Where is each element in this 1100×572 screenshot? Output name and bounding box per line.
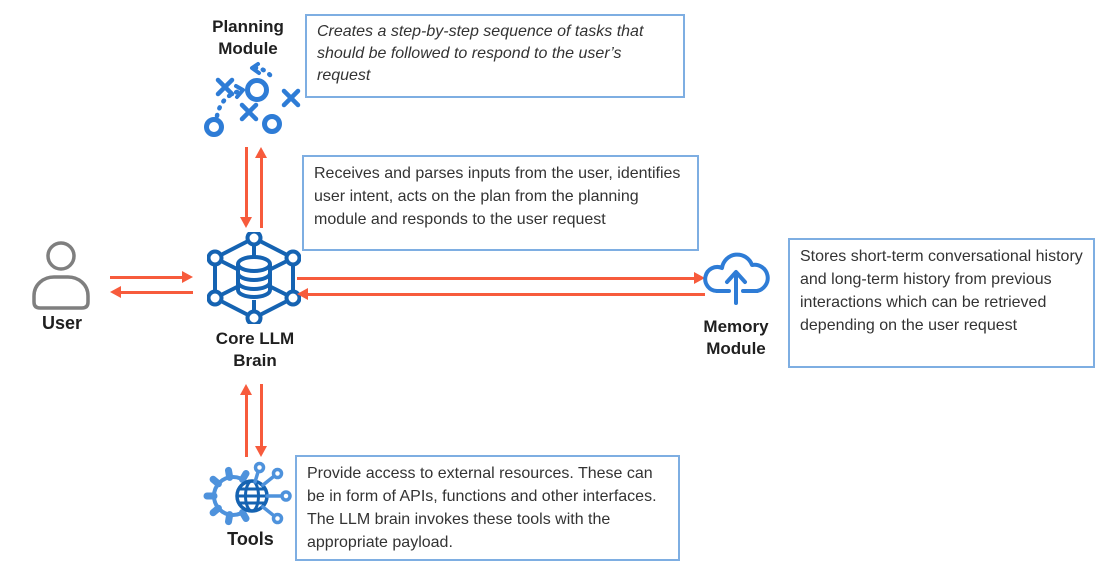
- planning-label-line1: Planning: [212, 17, 284, 36]
- tools-gear-globe-icon: [200, 458, 300, 530]
- planning-label-line2: Module: [218, 39, 278, 58]
- memory-cloud-icon: [698, 240, 774, 308]
- core-label-line1: Core LLM: [215, 329, 295, 348]
- arrow-core-to-planning-up: [255, 147, 267, 228]
- planning-module-label: Planning Module: [192, 16, 304, 60]
- memory-annotation-box: Stores short-term conversational history…: [788, 238, 1095, 368]
- arrow-core-to-tools-down: [255, 384, 267, 457]
- tools-annotation-box: Provide access to external resources. Th…: [295, 455, 680, 561]
- arrow-tools-to-core-up: [240, 384, 252, 457]
- planning-strategy-icon: [203, 60, 303, 138]
- core-llm-brain-label: Core LLM Brain: [200, 328, 310, 372]
- memory-module-label: Memory Module: [686, 316, 786, 360]
- tools-label: Tools: [227, 529, 274, 549]
- memory-label-line2: Module: [706, 339, 766, 358]
- planning-annotation-box: Creates a step-by-step sequence of tasks…: [305, 14, 685, 98]
- user-label: User: [41, 313, 83, 333]
- core-annotation-box: Receives and parses inputs from the user…: [302, 155, 699, 251]
- user-icon: [27, 240, 95, 312]
- memory-label-line1: Memory: [703, 317, 769, 336]
- arrow-user-to-core: [110, 271, 193, 283]
- arrow-core-to-user: [110, 286, 193, 298]
- arrow-core-to-planning-down: [240, 147, 252, 228]
- arrow-core-to-memory: [297, 272, 705, 284]
- core-llm-brain-icon: [207, 232, 301, 324]
- core-label-line2: Brain: [233, 351, 277, 370]
- arrow-memory-to-core: [297, 288, 705, 300]
